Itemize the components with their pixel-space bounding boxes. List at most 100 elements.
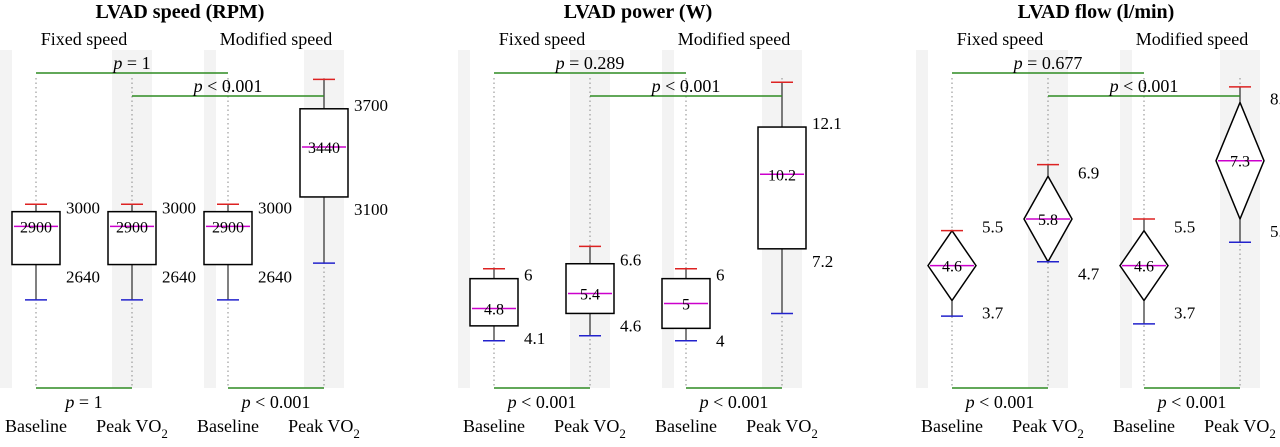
q3-label: 8.8: [1270, 89, 1280, 108]
comparison-label: p < 0.001: [650, 76, 721, 96]
box-1: 4.864.1: [469, 266, 545, 348]
q3-label: 6: [716, 266, 725, 285]
median-label: 2900: [212, 219, 244, 236]
median-label: 10.2: [768, 167, 796, 184]
p-symbol: p: [63, 392, 74, 412]
p-value: = 0.677: [1023, 53, 1083, 73]
p-value: < 0.001: [661, 76, 721, 96]
q3-label: 3000: [66, 199, 100, 218]
group-label-modified: Modified speed: [1136, 29, 1248, 49]
x-label-subscript: 2: [811, 426, 818, 441]
chart-title: LVAD flow (l/min): [1018, 1, 1175, 23]
p-symbol: p: [111, 53, 122, 73]
comparison-label: p < 0.001: [698, 392, 769, 412]
iqr-box: [203, 210, 253, 266]
p-value: = 1: [74, 392, 102, 412]
iqr-box: [469, 277, 519, 327]
q3-label: 3000: [162, 199, 196, 218]
q1-label: 2640: [66, 268, 100, 287]
x-tick-label: Baseline: [197, 416, 259, 436]
p-value: < 0.001: [975, 392, 1035, 412]
q3-label: 3000: [258, 199, 292, 218]
box-3: 2900 3000 2640: [203, 199, 292, 301]
box-4: 10.2 12.1 7.2: [757, 81, 842, 315]
p-symbol: p: [964, 392, 975, 412]
q1-label: 3100: [354, 200, 388, 219]
median-label: 5.8: [1038, 212, 1058, 229]
q1-label: 4.1: [524, 329, 545, 348]
x-tick-label: Peak VO2: [96, 416, 168, 441]
iqr-box: [565, 262, 615, 315]
p-value: < 0.001: [251, 392, 311, 412]
p-symbol: p: [192, 76, 203, 96]
x-tick-label: Baseline: [655, 416, 717, 436]
comparison-label: p < 0.001: [240, 392, 311, 412]
box-3: 4.65.53.7: [1119, 218, 1196, 325]
p-symbol: p: [554, 53, 565, 73]
x-tick-label: Peak VO2: [1012, 416, 1084, 441]
x-label-subscript: 2: [1269, 426, 1276, 441]
comparison-label: p < 0.001: [1156, 392, 1227, 412]
box-4: 7.38.85.8: [1215, 86, 1280, 244]
comparison-label: p < 0.001: [506, 392, 577, 412]
x-label-text: Peak VO: [554, 416, 619, 436]
x-label-text: Peak VO: [746, 416, 811, 436]
x-label-subscript: 2: [619, 426, 626, 441]
iqr-box: [757, 126, 807, 250]
x-tick-label: Baseline: [5, 416, 67, 436]
x-label-text: Peak VO: [1012, 416, 1077, 436]
q1-label: 2640: [162, 268, 196, 287]
x-label-subscript: 2: [353, 426, 360, 441]
q1-label: 2640: [258, 268, 292, 287]
group-label-modified: Modified speed: [220, 29, 332, 49]
median-label: 4.6: [1134, 259, 1154, 276]
q3-label: 6: [524, 266, 533, 285]
background-band: [1120, 50, 1132, 388]
median-label: 2900: [20, 219, 52, 236]
q1-label: 7.2: [812, 252, 833, 271]
p-value: = 1: [122, 53, 150, 73]
group-label-fixed: Fixed speed: [499, 29, 585, 49]
comparison-label: p = 1: [63, 392, 102, 412]
iqr-box: [107, 210, 157, 266]
p-symbol: p: [506, 392, 517, 412]
q3-label: 12.1: [812, 114, 842, 133]
q3-label: 5.5: [982, 218, 1003, 237]
q3-label: 6.9: [1078, 163, 1099, 182]
q1-label: 3.7: [982, 304, 1004, 323]
x-tick-label: Baseline: [1113, 416, 1175, 436]
p-symbol: p: [240, 392, 251, 412]
median-label: 4.6: [942, 259, 962, 276]
p-value: < 0.001: [1119, 76, 1179, 96]
group-label-fixed: Fixed speed: [41, 29, 127, 49]
p-value: = 0.289: [565, 53, 625, 73]
x-tick-label: Baseline: [463, 416, 525, 436]
q1-label: 4.6: [620, 316, 641, 335]
x-tick-label: Peak VO2: [1204, 416, 1276, 441]
p-symbol: p: [698, 392, 709, 412]
comparison-label: p < 0.001: [1108, 76, 1179, 96]
p-value: < 0.001: [1167, 392, 1227, 412]
p-symbol: p: [1156, 392, 1167, 412]
background-band: [916, 50, 928, 388]
x-label-text: Peak VO: [96, 416, 161, 436]
x-label-text: Peak VO: [1204, 416, 1269, 436]
box-2: 5.8 6.9 4.7: [1023, 163, 1100, 284]
x-label-subscript: 2: [1077, 426, 1084, 441]
box-1: 2900 3000 2640: [11, 199, 100, 301]
x-tick-label: Baseline: [921, 416, 983, 436]
q1-label: 4.7: [1078, 265, 1100, 284]
box-2: 5.46.64.6: [565, 245, 641, 337]
comparison-label: p < 0.001: [192, 76, 263, 96]
x-tick-label: Peak VO2: [746, 416, 818, 441]
comparison-label: p = 0.289: [554, 53, 625, 73]
median-label: 5: [682, 297, 690, 314]
x-tick-label: Peak VO2: [554, 416, 626, 441]
p-value: < 0.001: [517, 392, 577, 412]
